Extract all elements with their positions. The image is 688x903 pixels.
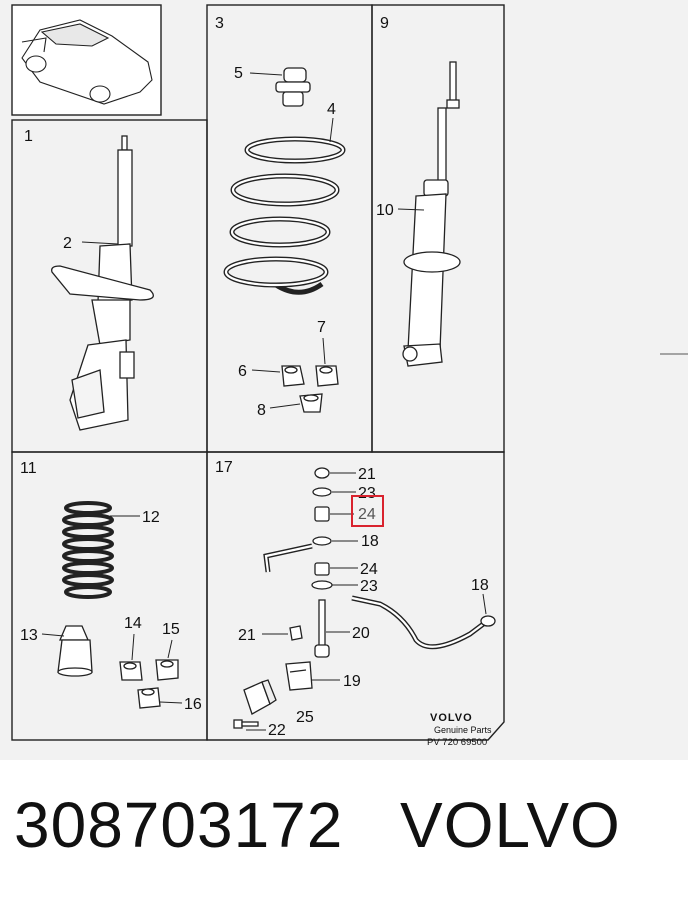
callout-8: 8 xyxy=(257,402,266,419)
callout-22: 22 xyxy=(268,722,286,739)
callout-5: 5 xyxy=(234,65,243,82)
callout-2: 2 xyxy=(63,235,72,252)
panel-11-frame xyxy=(11,451,208,741)
panel-17-frame xyxy=(206,451,505,741)
genuine-parts-text: Genuine Parts xyxy=(434,725,492,735)
diagram-code-text: PV 720 69500 xyxy=(427,737,487,748)
stabilizer-link-stack-icon xyxy=(311,467,333,658)
panel-1-label: 1 xyxy=(24,128,33,145)
callout-7: 7 xyxy=(317,319,326,336)
callout-24-highlighted: 24 xyxy=(358,506,376,523)
highlight-box-24 xyxy=(351,495,384,527)
bar-bushing-19-icon xyxy=(285,661,313,691)
bushing-8-icon xyxy=(299,393,323,413)
part-number-caption: 308703172 xyxy=(14,789,344,861)
nut-21-icon xyxy=(289,625,303,641)
bracket-25-icon xyxy=(243,679,277,715)
bushing-16-icon xyxy=(137,687,161,709)
callout-19: 19 xyxy=(343,673,361,690)
rear-spring-icon xyxy=(62,501,114,599)
volvo-logo-text: VOLVO xyxy=(430,712,473,724)
bushing-6-icon xyxy=(281,365,305,387)
callout-20: 20 xyxy=(352,625,370,642)
callout-14: 14 xyxy=(124,615,142,632)
callout-23-top: 23 xyxy=(358,485,376,502)
bushing-14-icon xyxy=(119,661,143,681)
bar-end-eye-icon xyxy=(480,615,496,627)
callout-21-top: 21 xyxy=(358,466,376,483)
callout-10: 10 xyxy=(376,202,394,219)
bushing-15-icon xyxy=(155,659,179,681)
panel-9-label: 9 xyxy=(380,15,389,32)
callout-13: 13 xyxy=(20,627,38,644)
callout-24-lower: 24 xyxy=(360,561,378,578)
front-strut-icon xyxy=(51,135,154,431)
bushing-7-icon xyxy=(315,365,339,387)
panel-11-label: 11 xyxy=(20,460,37,477)
callout-12: 12 xyxy=(142,509,160,526)
callout-23-lower: 23 xyxy=(360,578,378,595)
callout-25: 25 xyxy=(296,709,314,726)
callout-18-bar: 18 xyxy=(471,577,489,594)
panel-17-label: 17 xyxy=(215,459,233,476)
callout-21-nut: 21 xyxy=(238,627,256,644)
brand-caption: VOLVO xyxy=(400,789,621,861)
shock-absorber-icon xyxy=(402,61,461,367)
panel-3-label: 3 xyxy=(215,15,224,32)
bolt-22-icon xyxy=(233,719,259,729)
callout-4: 4 xyxy=(327,101,336,118)
callout-16: 16 xyxy=(184,696,202,713)
bump-stop-icon xyxy=(275,67,311,107)
parts-diagram: 1 3 9 11 17 2 5 4 6 xyxy=(0,0,688,760)
callout-18-link: 18 xyxy=(361,533,379,550)
callout-6: 6 xyxy=(238,363,247,380)
callout-15: 15 xyxy=(162,621,180,638)
car-icon xyxy=(21,19,153,105)
rear-bump-stop-icon xyxy=(57,625,93,677)
